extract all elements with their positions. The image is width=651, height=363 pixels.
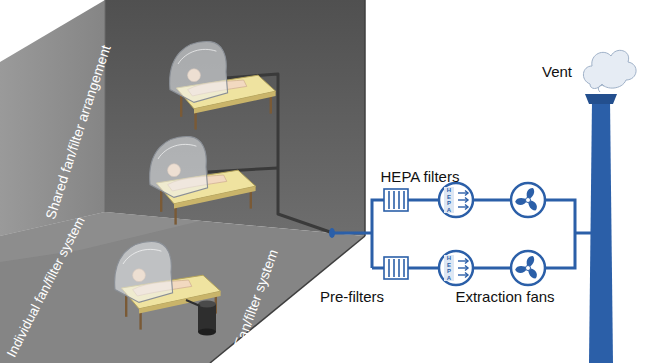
back-wall: [105, 0, 365, 236]
vent-stack: [583, 50, 636, 363]
extraction-fan-icon: [511, 183, 545, 285]
component-label: Extraction fans: [455, 288, 554, 305]
component-label: HEPA filters: [381, 168, 460, 185]
fan-filter-unit: [186, 300, 216, 336]
isolation-bed: [170, 41, 276, 129]
vent-label: Vent: [542, 63, 572, 80]
isolation-bed: [150, 136, 256, 224]
component-label: Pre-filters: [320, 288, 384, 305]
pre-filter-icon: [384, 189, 408, 279]
shared-duct: [208, 168, 278, 172]
floor: [0, 212, 365, 363]
hepa-filter-icon: [439, 183, 473, 285]
filter-marking: HEPA: [446, 255, 452, 281]
filter-marking: HEPA: [446, 187, 452, 213]
